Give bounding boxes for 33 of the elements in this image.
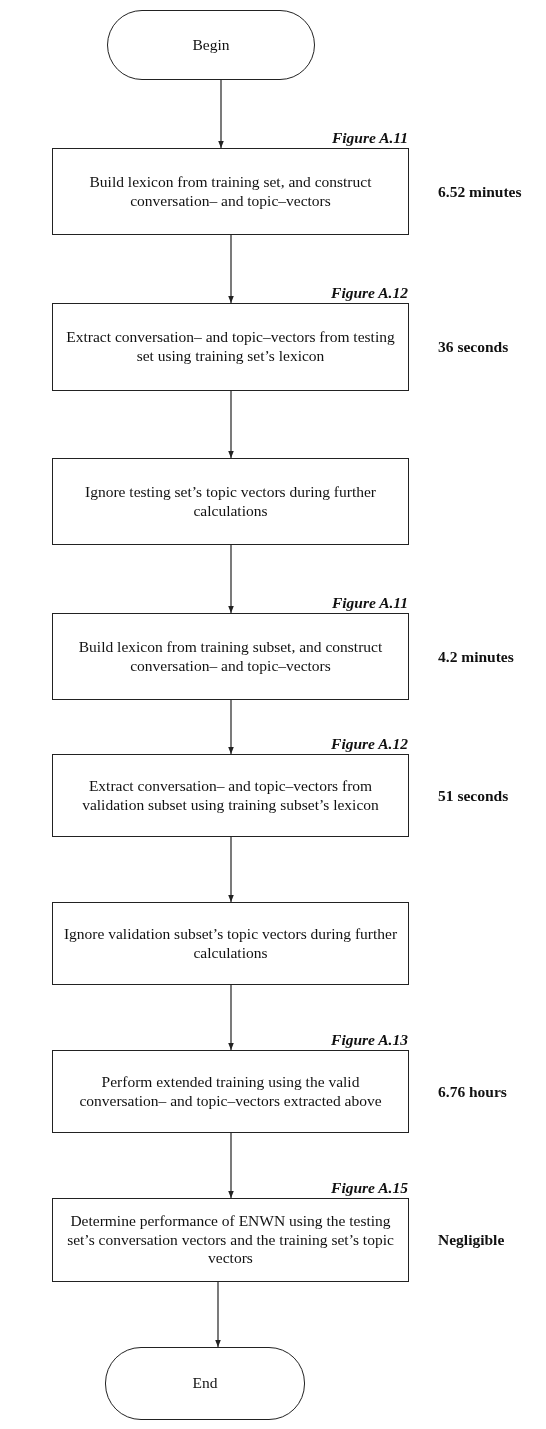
figure-reference: Figure A.11 xyxy=(331,129,408,147)
duration-label: 6.52 minutes xyxy=(438,182,522,201)
figure-reference: Figure A.12 xyxy=(331,735,408,753)
figure-reference: Figure A.11 xyxy=(331,594,408,612)
step-text: Extract conversation– and topic–vectors from testing set using training set’s lexicon xyxy=(65,328,396,366)
step-text: Begin xyxy=(191,35,231,55)
step-text: Build lexicon from training set, and construct conversation– and topic–vectors xyxy=(88,172,373,211)
arrow xyxy=(228,390,234,459)
step-text: Determine performance of ENWN using the testing set’s conversation vectors and the training set’s topic vectors xyxy=(66,1211,395,1269)
figure-reference: Figure A.15 xyxy=(331,1179,408,1197)
step-text: Build lexicon from training subset, and construct conversation– and topic–vectors xyxy=(77,637,384,676)
arrow xyxy=(228,836,234,903)
process-box xyxy=(52,902,409,985)
duration-label: 36 seconds xyxy=(438,338,509,356)
duration-label: 6.76 hours xyxy=(438,1082,507,1101)
step-text: End xyxy=(191,1374,219,1393)
step-text: Ignore validation subset’s topic vectors during further calculations xyxy=(62,924,399,963)
duration-label: 51 seconds xyxy=(438,786,509,805)
figure-reference: Figure A.12 xyxy=(331,284,408,302)
duration-label: 4.2 minutes xyxy=(438,647,514,666)
arrow xyxy=(228,984,234,1051)
arrow xyxy=(218,79,224,149)
duration-label: Negligible xyxy=(438,1231,505,1249)
figure-reference: Figure A.13 xyxy=(331,1031,408,1049)
arrow xyxy=(215,1281,221,1348)
step-text: Extract conversation– and topic–vectors from validation subset using training subset’s lexicon xyxy=(81,776,380,815)
step-text: Ignore testing set’s topic vectors during further calculations xyxy=(84,482,377,521)
arrow xyxy=(228,699,234,755)
arrow xyxy=(228,1132,234,1199)
process-box xyxy=(52,458,409,545)
arrow xyxy=(228,544,234,614)
arrow xyxy=(228,234,234,304)
step-text: Perform extended training using the valid conversation– and topic–vectors extracted above xyxy=(78,1072,383,1111)
